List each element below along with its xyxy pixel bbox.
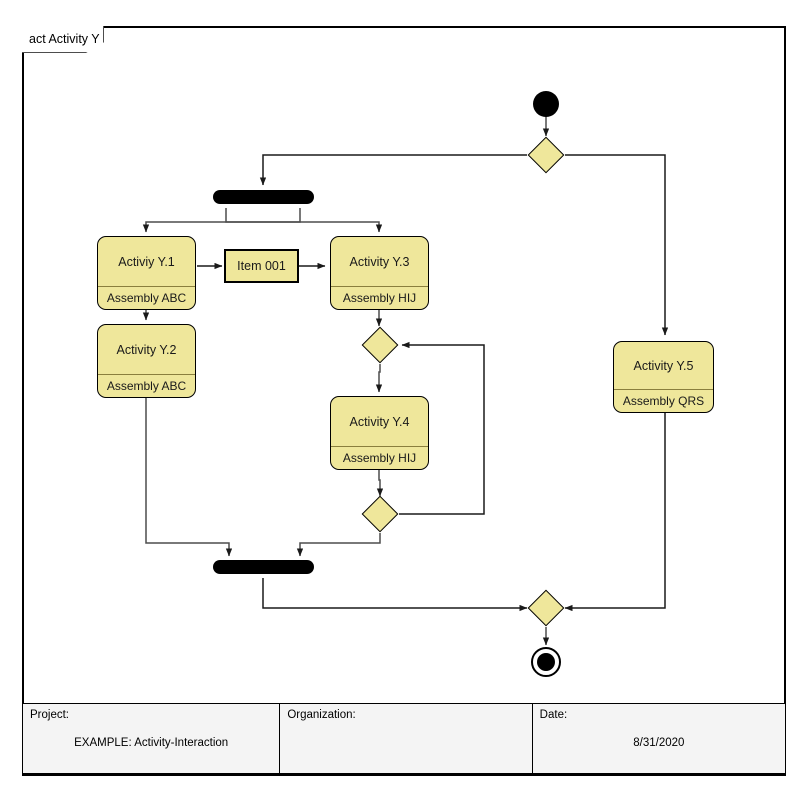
activity-node-y3-partition: Assembly HIJ: [331, 286, 428, 309]
footer-project-label: Project:: [30, 709, 69, 721]
activity-node-y2-title: Activity Y.2: [116, 342, 177, 357]
activity-node-y2[interactable]: Activity Y.2 Assembly ABC: [97, 324, 196, 398]
object-node-item001-label: Item 001: [237, 259, 286, 273]
footer-project-value: EXAMPLE: Activity-Interaction: [74, 737, 229, 749]
activity-node-y1-title: Activiy Y.1: [118, 254, 175, 269]
frame-label: act Activity Y: [22, 26, 104, 53]
footer-date-label: Date:: [539, 709, 568, 721]
initial-node: [533, 91, 559, 117]
activity-node-y1-partition: Assembly ABC: [98, 286, 195, 309]
footer-cell-project: Project: EXAMPLE: Activity-Interaction: [23, 704, 281, 773]
activity-node-y2-partition: Assembly ABC: [98, 374, 195, 397]
activity-node-y4-partition: Assembly HIJ: [331, 446, 428, 469]
footer-organization-label: Organization:: [287, 709, 356, 721]
join-node: [213, 560, 314, 574]
object-node-item001[interactable]: Item 001: [224, 249, 299, 283]
footer-table: Project: EXAMPLE: Activity-Interaction O…: [22, 703, 786, 774]
footer-cell-date: Date: 8/31/2020: [533, 704, 785, 773]
footer-cell-organization: Organization:: [280, 704, 533, 773]
activity-final-node: [531, 647, 561, 677]
activity-node-y1[interactable]: Activiy Y.1 Assembly ABC: [97, 236, 196, 310]
activity-node-y5[interactable]: Activity Y.5 Assembly QRS: [613, 341, 714, 413]
footer-date-value: 8/31/2020: [633, 737, 685, 749]
activity-node-y3-title: Activity Y.3: [349, 254, 410, 269]
fork-node: [213, 190, 314, 204]
activity-node-y4[interactable]: Activity Y.4 Assembly HIJ: [330, 396, 429, 470]
activity-node-y4-title: Activity Y.4: [349, 414, 410, 429]
activity-node-y5-title: Activity Y.5: [633, 358, 694, 373]
activity-node-y5-partition: Assembly QRS: [614, 389, 713, 412]
activity-node-y3[interactable]: Activity Y.3 Assembly HIJ: [330, 236, 429, 310]
